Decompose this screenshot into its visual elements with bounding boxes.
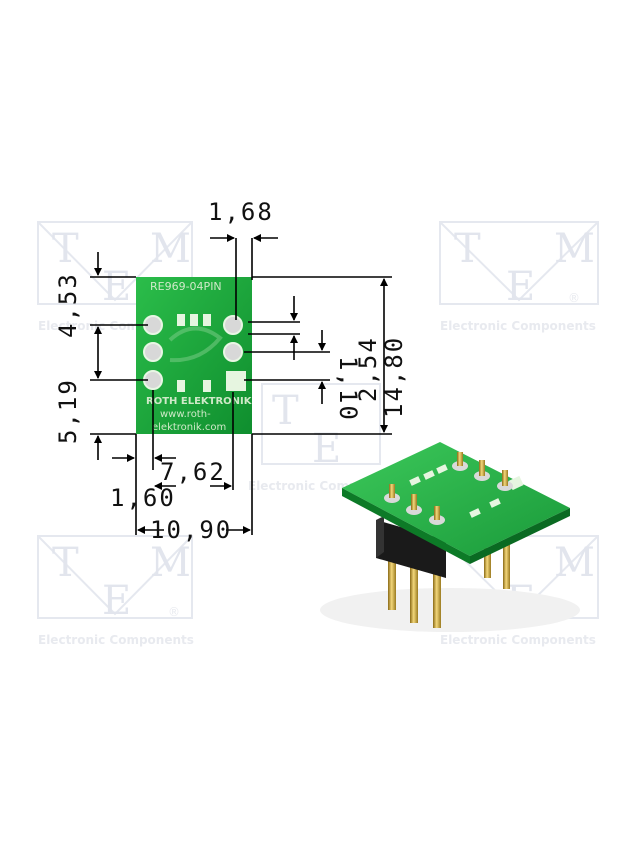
dimension-bottom-offset: 5,19 — [54, 378, 82, 444]
gold-pin — [503, 545, 510, 589]
smd-pad — [203, 380, 211, 392]
watermark-letter-t: T — [454, 226, 481, 272]
gold-pin — [484, 548, 491, 578]
watermark-caption: Electronic Components — [440, 319, 596, 333]
watermark-caption: Electronic Components — [38, 633, 194, 647]
dimension-board-height: 14,80 — [380, 336, 408, 418]
board-brand: ROTH ELEKTRONIK — [146, 396, 253, 407]
board-url-line2: elektronik.com — [152, 422, 226, 433]
gold-pin — [410, 565, 418, 623]
dimension-board-width: 10,90 — [150, 516, 232, 544]
watermark-letter-e: E — [102, 264, 131, 310]
watermark-letter-e: E — [312, 426, 341, 472]
smd-pad — [190, 314, 198, 326]
tme-watermark-top-right: T M E ® Electronic Components — [439, 221, 599, 333]
product-3d-view — [320, 442, 580, 632]
gold-pin — [388, 555, 396, 610]
dimension-pad-spacing: 1,10 — [334, 356, 362, 422]
board-part-number: RE969-04PIN — [150, 280, 222, 293]
smd-pad — [203, 314, 211, 326]
board-url-line1: www.roth- — [160, 409, 211, 420]
dimension-lines — [90, 234, 392, 535]
watermark-registered: ® — [568, 291, 580, 305]
dimension-edge-offset: 1,60 — [110, 484, 176, 512]
gold-pin — [433, 572, 441, 628]
watermark-caption: Electronic Components — [440, 633, 596, 647]
smd-pad — [177, 380, 185, 392]
watermark-letter-m: M — [150, 540, 191, 586]
watermark-letter-m: M — [554, 540, 595, 586]
shadow — [320, 588, 580, 632]
dimension-pin-width: 1,68 — [208, 198, 274, 226]
tme-watermark-bottom-left: T M E ® Electronic Components — [37, 535, 194, 647]
watermark-letter-e: E — [506, 264, 535, 310]
dimension-pin-pitch: 2,54 — [354, 336, 382, 402]
pin-header — [376, 520, 446, 578]
smd-pad — [177, 314, 185, 326]
watermark-registered: ® — [168, 605, 180, 619]
top-pins — [384, 452, 513, 525]
pcb-board-3d — [342, 442, 570, 556]
through-hole-pad — [223, 342, 243, 362]
watermark-letter-m: M — [554, 226, 595, 272]
watermark-letter-t: T — [52, 226, 79, 272]
dimension-top-offset: 4,53 — [54, 272, 82, 338]
pin1-marker-pad — [226, 371, 246, 391]
watermark-letter-t: T — [272, 388, 299, 434]
dimension-row-spacing: 7,62 — [160, 458, 226, 486]
watermark-letter-t: T — [52, 540, 79, 586]
through-hole-pad — [143, 342, 163, 362]
through-hole-pad — [223, 315, 243, 335]
watermark-letter-e: E — [102, 578, 131, 624]
watermark-letter-m: M — [150, 226, 191, 272]
